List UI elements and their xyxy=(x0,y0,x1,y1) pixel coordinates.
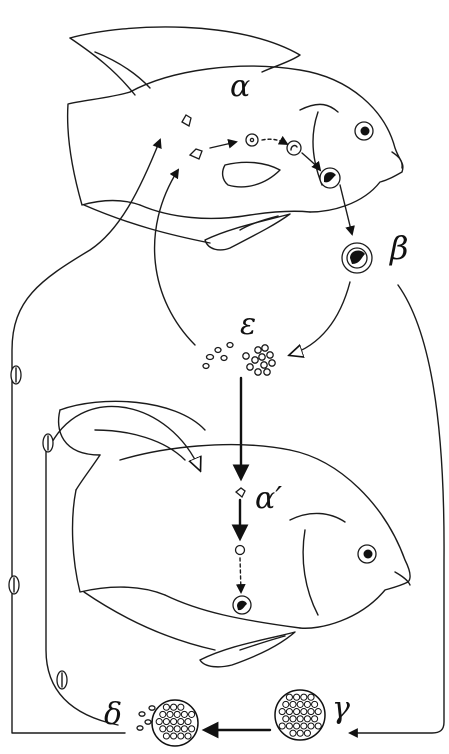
spore xyxy=(171,733,177,739)
spore xyxy=(290,701,296,707)
spore xyxy=(304,730,310,736)
spore xyxy=(297,716,303,722)
spore xyxy=(174,711,180,717)
spore xyxy=(279,709,285,715)
arrow-delta-to-alpha-prime xyxy=(48,406,200,470)
spore xyxy=(301,694,307,700)
spore xyxy=(185,719,191,725)
spore xyxy=(294,709,300,715)
label-delta: δ xyxy=(104,700,122,730)
spore xyxy=(181,711,187,717)
label-gamma: γ xyxy=(332,694,350,724)
spore xyxy=(308,723,314,729)
spore xyxy=(167,711,173,717)
arrow-delta-to-upper-fish xyxy=(12,140,160,733)
upper-fish xyxy=(68,27,403,250)
spore xyxy=(178,704,184,710)
spore xyxy=(286,709,292,715)
delta-cyst xyxy=(137,700,198,746)
spore xyxy=(185,733,191,739)
spore xyxy=(301,709,307,715)
spore xyxy=(178,733,184,739)
spore xyxy=(304,701,310,707)
spore xyxy=(294,694,300,700)
beta-stage xyxy=(342,243,372,273)
spore xyxy=(283,716,289,722)
spore xyxy=(297,730,303,736)
arrow-beta-to-gamma xyxy=(350,285,444,733)
spore xyxy=(156,719,162,725)
spore xyxy=(315,723,321,729)
spore xyxy=(312,716,318,722)
spore xyxy=(290,730,296,736)
upper-fish-stages xyxy=(182,115,352,234)
spore xyxy=(174,726,180,732)
spore xyxy=(163,733,169,739)
spore xyxy=(189,726,195,732)
spore xyxy=(294,723,300,729)
spore xyxy=(301,723,307,729)
spore xyxy=(308,694,314,700)
spore xyxy=(304,716,310,722)
epsilon-cluster xyxy=(203,343,275,376)
alpha-prime-stages xyxy=(233,488,251,614)
spore xyxy=(167,726,173,732)
gamma-cyst xyxy=(275,690,325,740)
label-alpha-prime: α′ xyxy=(255,484,282,514)
spore xyxy=(163,719,169,725)
spore xyxy=(160,726,166,732)
spore xyxy=(189,711,195,717)
spore xyxy=(308,709,314,715)
spore xyxy=(290,716,296,722)
spore xyxy=(163,704,169,710)
spore xyxy=(171,704,177,710)
spore xyxy=(279,723,285,729)
spore xyxy=(286,694,292,700)
spore xyxy=(286,723,292,729)
spore xyxy=(315,709,321,715)
spore xyxy=(297,701,303,707)
spore xyxy=(283,701,289,707)
arrow-epsilon-to-upper-fish xyxy=(155,170,195,345)
spore xyxy=(181,726,187,732)
spore xyxy=(312,701,318,707)
spore xyxy=(178,719,184,725)
spore xyxy=(160,711,166,717)
left-spores xyxy=(9,366,67,689)
label-alpha: α xyxy=(230,72,250,102)
label-epsilon: ε xyxy=(240,310,256,340)
arrow-beta-to-epsilon xyxy=(290,282,350,355)
label-beta: β xyxy=(390,232,409,264)
lower-fish xyxy=(59,401,411,667)
spore xyxy=(171,719,177,725)
